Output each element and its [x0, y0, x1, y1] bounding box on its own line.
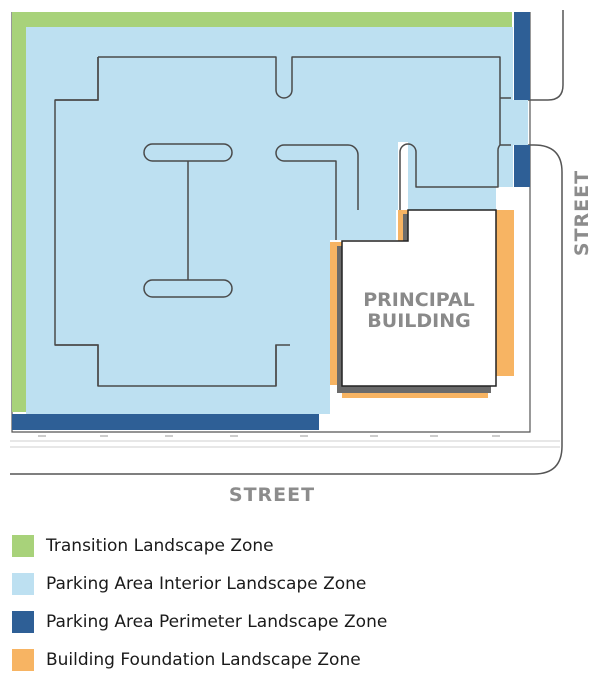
building-footprint	[341, 209, 497, 387]
site-plan-diagram: PRINCIPAL BUILDING STREET STREET	[10, 10, 593, 506]
legend-swatch	[12, 611, 34, 633]
parking-perimeter-landscape-zone	[12, 12, 530, 430]
transition-zone-west	[12, 12, 26, 412]
legend-item: Building Foundation Landscape Zone	[12, 648, 582, 672]
interior-islands	[143, 143, 233, 298]
street-label-south: STREET	[229, 484, 315, 506]
legend-swatch	[12, 535, 34, 557]
legend-item: Parking Area Perimeter Landscape Zone	[12, 610, 582, 634]
perimeter-zone-south	[12, 414, 319, 430]
building-label-line2: BUILDING	[367, 310, 470, 332]
outline-segment	[55, 344, 99, 386]
outline-segment	[55, 57, 99, 101]
street-label-east: STREET	[571, 170, 593, 256]
legend-label: Parking Area Perimeter Landscape Zone	[46, 612, 388, 632]
transition-landscape-zone	[12, 12, 512, 412]
legend-swatch	[12, 573, 34, 595]
principal-building: PRINCIPAL BUILDING	[337, 209, 497, 393]
street-curb-east-north	[522, 10, 564, 101]
transition-zone-north	[12, 12, 512, 27]
outline-segment	[275, 344, 290, 386]
legend-label: Building Foundation Landscape Zone	[46, 650, 361, 670]
street-curb-south	[10, 144, 563, 475]
legend-item: Parking Area Interior Landscape Zone	[12, 572, 582, 596]
legend-swatch	[12, 649, 34, 671]
parking-outline-notches	[55, 57, 290, 386]
parking-interior-landscape-zone	[26, 27, 528, 414]
legend-label: Transition Landscape Zone	[46, 536, 274, 556]
legend-item: Transition Landscape Zone	[12, 534, 582, 558]
building-label-line1: PRINCIPAL	[363, 289, 475, 311]
sidewalk-lines	[10, 440, 560, 448]
parking-lot-outline	[54, 56, 511, 387]
legend-label: Parking Area Interior Landscape Zone	[46, 574, 367, 594]
street-curbs	[10, 10, 564, 475]
perimeter-zone-east-south	[514, 145, 530, 187]
perimeter-zone-east-north	[514, 12, 530, 100]
